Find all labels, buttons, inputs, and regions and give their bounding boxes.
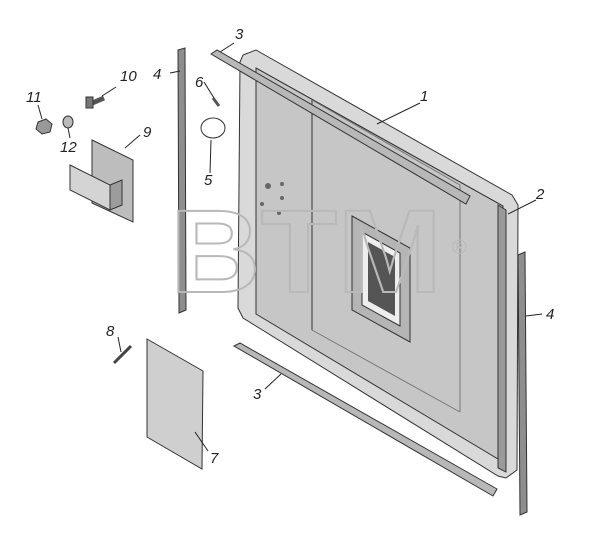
callout-10: 10 (120, 68, 137, 85)
callout-5: 5 (204, 172, 213, 189)
watermark-registered: ® (452, 237, 467, 259)
leader-lines (37, 42, 543, 452)
callout-6: 6 (195, 74, 204, 91)
callout-3-top: 3 (235, 26, 244, 43)
callout-9: 9 (143, 124, 152, 141)
callouts: 3 1 2 4 6 5 10 11 12 9 8 7 3 4 (26, 26, 554, 467)
plate (146, 338, 204, 470)
panel-window-opening (351, 215, 411, 343)
vertical-strip-left (177, 47, 187, 314)
callout-2: 2 (535, 186, 545, 203)
screw (211, 97, 221, 107)
side-seal (497, 204, 507, 473)
seal-strip-top (210, 49, 471, 205)
bolt (85, 95, 105, 109)
vertical-strip-right (517, 251, 528, 516)
callout-12: 12 (60, 139, 77, 156)
washer (62, 115, 74, 129)
callout-4-right: 4 (546, 306, 554, 323)
callout-8: 8 (106, 323, 115, 340)
seal-strip-bottom (232, 342, 498, 497)
nut (35, 118, 53, 135)
pin (112, 344, 133, 365)
callout-3-bottom: 3 (253, 386, 262, 403)
watermark: BTM ® (169, 185, 467, 319)
callout-7: 7 (210, 450, 219, 467)
callout-11: 11 (26, 89, 42, 106)
callout-1: 1 (420, 88, 428, 105)
watermark-text: BTM (170, 186, 442, 318)
panel-mounting-holes (260, 182, 284, 215)
bracket (69, 139, 134, 223)
ring (200, 117, 226, 139)
callout-4-left: 4 (153, 66, 161, 83)
